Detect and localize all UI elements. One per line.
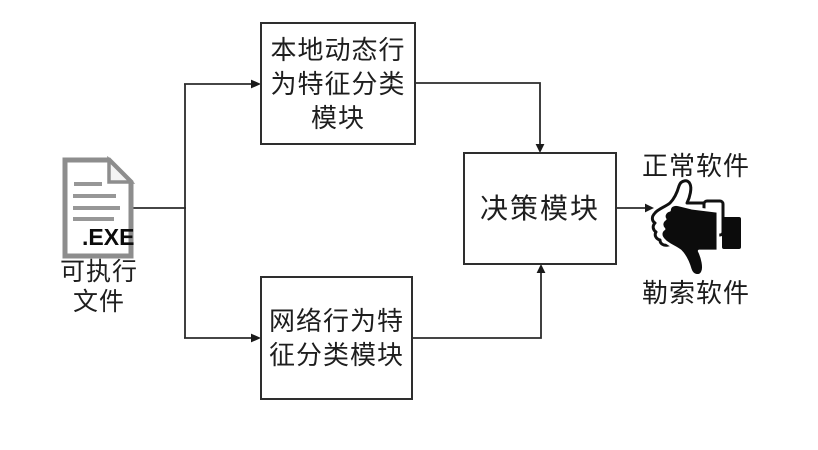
connector-network-to-decision <box>413 272 542 339</box>
network-behavior-module-label: 网络行为特 征分类模块 <box>268 306 404 370</box>
exe-file-label-line1: 可执行 <box>59 258 138 286</box>
local-behavior-module-label: 本地动态行 为特征分类 模块 <box>270 34 406 133</box>
document-exe-icon <box>62 156 136 259</box>
arrowhead-into-output <box>645 203 654 213</box>
network-behavior-module-box: 网络行为特 征分类模块 <box>260 276 413 400</box>
arrowhead-into-network <box>251 333 261 343</box>
exe-file-label-line2: 文件 <box>72 288 125 316</box>
arrowhead-into-decision-bottom <box>536 264 546 273</box>
thumbs-icons <box>650 179 741 274</box>
decision-module-label: 决策模块 <box>479 192 600 224</box>
document-text-lines <box>73 182 120 221</box>
document-fold-corner <box>107 156 136 184</box>
thumbs-down-icon <box>659 203 741 274</box>
arrowhead-into-decision-top <box>535 144 545 153</box>
exe-badge: .EXE <box>82 224 135 250</box>
normal-software-label: 正常软件 <box>641 151 750 181</box>
connector-local-to-decision <box>416 82 541 145</box>
exe-file-label: 可执行 文件 <box>54 257 144 317</box>
ransomware-label: 勒索软件 <box>641 278 750 308</box>
decision-module-box: 决策模块 <box>463 152 617 265</box>
arrowhead-into-local <box>251 79 261 89</box>
local-behavior-module-box: 本地动态行 为特征分类 模块 <box>260 22 416 145</box>
